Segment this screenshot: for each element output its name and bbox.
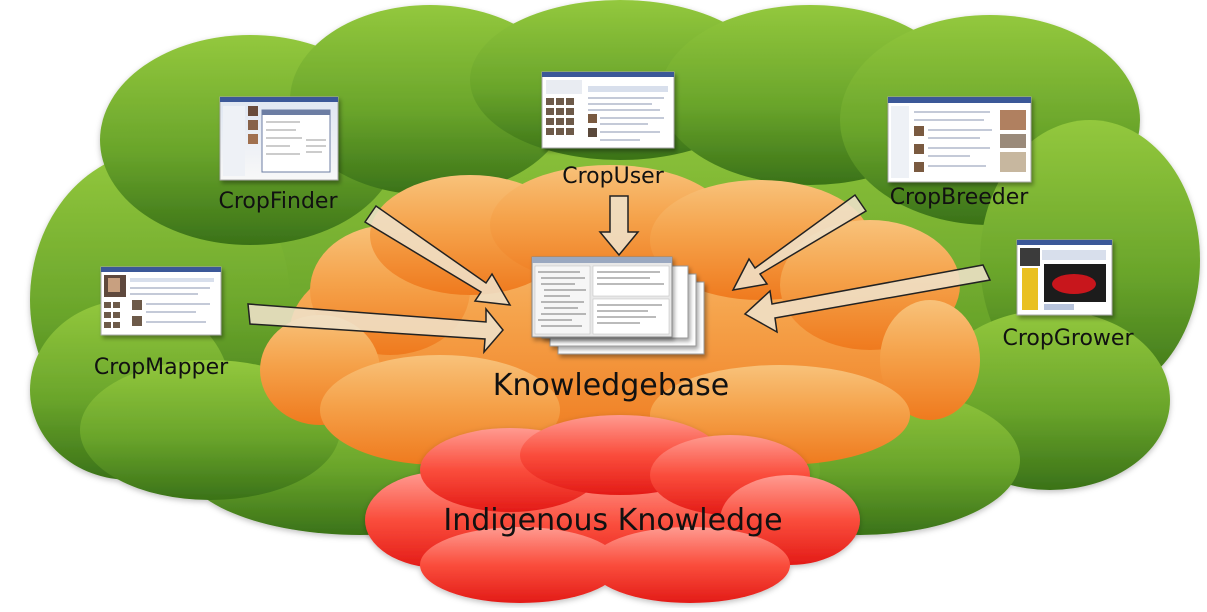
arrow-cropbreeder (731, 193, 868, 292)
knowledgebase-screenshot (531, 256, 673, 338)
indigenous-cloud (365, 415, 860, 603)
cropmapper-label: CropMapper (94, 355, 229, 380)
cropbreeder-label: CropBreeder (890, 185, 1030, 210)
cropuser-label: CropUser (562, 164, 664, 189)
arrows (247, 193, 992, 355)
cropuser-screenshot (541, 71, 675, 149)
cropgrower-label: CropGrower (1003, 326, 1135, 351)
cropmapper-screenshot (100, 266, 222, 336)
cropbreeder-screenshot (887, 96, 1032, 183)
arrow-cropuser (598, 195, 640, 257)
knowledgebase-documents (531, 256, 705, 355)
arrow-cropfinder (363, 204, 512, 306)
arrow-cropgrower (743, 264, 992, 334)
cropfinder-label: CropFinder (218, 189, 338, 214)
knowledgebase-label: Knowledgebase (493, 368, 729, 403)
indigenous-knowledge-label: Indigenous Knowledge (443, 503, 782, 538)
cropgrower-screenshot (1016, 239, 1113, 316)
cropfinder-screenshot (219, 96, 339, 181)
arrow-cropmapper (247, 303, 504, 355)
